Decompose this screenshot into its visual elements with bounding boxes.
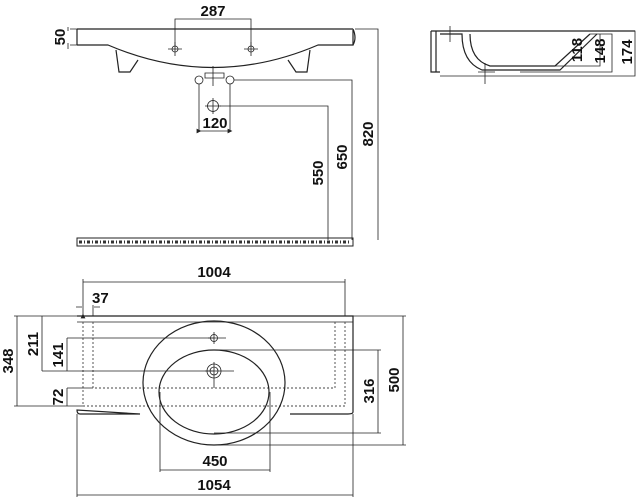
dim-550: 550 — [310, 160, 327, 185]
front-view: 287 50 120 550 650 820 — [52, 3, 379, 247]
dim-1054: 1054 — [197, 477, 231, 494]
dim-211: 211 — [25, 332, 42, 356]
dim-500: 500 — [386, 367, 403, 392]
trap — [194, 66, 235, 130]
dim-1004: 1004 — [197, 264, 231, 281]
dim-37: 37 — [92, 290, 109, 307]
dim-820: 820 — [360, 121, 377, 146]
dim-316: 316 — [361, 378, 378, 403]
dim-348: 348 — [0, 348, 17, 373]
dim-141: 141 — [50, 342, 67, 367]
side-view: 118 148 174 — [430, 26, 636, 84]
dim-650: 650 — [334, 144, 351, 169]
dim-72: 72 — [50, 389, 67, 406]
support-legs — [115, 49, 311, 73]
tap-holes — [168, 42, 258, 56]
dim-148: 148 — [592, 38, 609, 63]
dim-118: 118 — [569, 38, 586, 62]
dim-287: 287 — [200, 3, 225, 20]
top-view: 1004 37 1054 450 500 316 348 211 141 72 — [0, 264, 406, 497]
dim-50: 50 — [52, 29, 69, 46]
dim-120: 120 — [202, 115, 227, 132]
dim-450: 450 — [202, 453, 227, 470]
dim-174: 174 — [619, 39, 636, 65]
